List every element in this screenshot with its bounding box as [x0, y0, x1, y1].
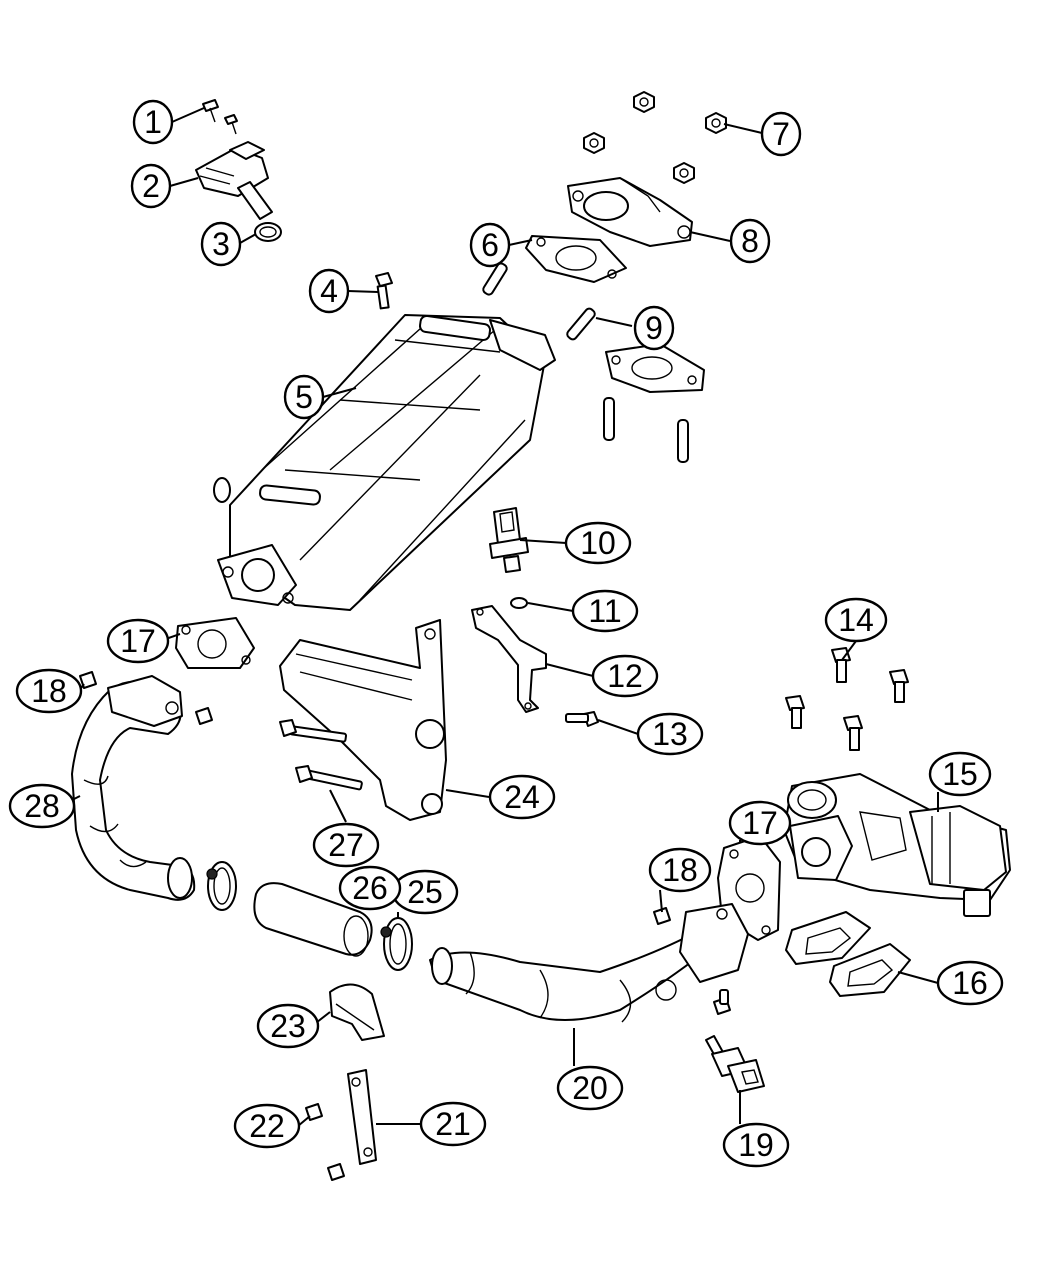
part-7-nuts: [583, 91, 727, 184]
callout-26: 26: [338, 865, 402, 911]
callout-23: 23: [256, 1003, 320, 1049]
callout-28: 28: [8, 783, 76, 829]
callout-2: 2: [130, 163, 172, 209]
part-18-screw-lower: [653, 907, 731, 1015]
svg-text:26: 26: [352, 870, 388, 906]
callout-1: 1: [132, 99, 174, 145]
pin: [677, 419, 689, 463]
part-4-bolt: [375, 272, 393, 310]
svg-text:20: 20: [572, 1070, 608, 1106]
part-9-gasket: [605, 343, 705, 393]
svg-text:18: 18: [662, 852, 698, 888]
part-25-clamp: [380, 917, 413, 971]
callout-19: 19: [722, 1122, 790, 1168]
svg-text:16: 16: [952, 965, 988, 1001]
svg-text:13: 13: [652, 716, 688, 752]
callout-16: 16: [936, 960, 1004, 1006]
part-14-bolts: [785, 647, 909, 751]
part-24-bracket: [279, 619, 447, 821]
part-5-egr-cooler: [213, 314, 556, 611]
svg-text:17: 17: [742, 805, 778, 841]
svg-text:22: 22: [249, 1108, 285, 1144]
part-19-temp-sensor: [705, 1035, 765, 1093]
callout-13: 13: [636, 712, 704, 756]
svg-text:6: 6: [481, 227, 499, 263]
svg-text:14: 14: [838, 602, 874, 638]
callout-15: 15: [928, 751, 992, 797]
part-22-bolts: [305, 1103, 345, 1181]
part-16-gaskets: [785, 911, 911, 997]
callout-18-lower: 18: [648, 847, 712, 893]
part-27-bolts: [279, 719, 363, 791]
part-26-sleeve: [253, 882, 373, 957]
callout-21: 21: [419, 1101, 487, 1147]
callout-20: 20: [556, 1065, 624, 1111]
callout-22: 22: [233, 1103, 301, 1149]
part-17-gasket-upper: [175, 617, 255, 669]
svg-text:27: 27: [328, 827, 364, 863]
svg-text:7: 7: [772, 116, 790, 152]
callout-3: 3: [200, 221, 242, 267]
pin: [603, 397, 615, 441]
callout-17-upper: 17: [106, 618, 170, 664]
svg-text:23: 23: [270, 1008, 306, 1044]
part-23-heat-shield: [329, 983, 385, 1041]
svg-text:19: 19: [738, 1127, 774, 1163]
svg-text:2: 2: [142, 168, 160, 204]
callout-25: 25: [391, 869, 459, 915]
svg-text:17: 17: [120, 623, 156, 659]
svg-text:10: 10: [580, 525, 616, 561]
svg-text:3: 3: [212, 226, 230, 262]
callout-9: 9: [633, 305, 675, 351]
callout-24: 24: [488, 774, 556, 820]
part-20-egr-tube: [429, 903, 749, 1023]
svg-text:9: 9: [645, 310, 663, 346]
pin: [482, 262, 508, 296]
callout-4: 4: [308, 268, 350, 314]
part-28-clamp: [206, 861, 237, 911]
part-1-screws: [202, 99, 238, 135]
callout-8: 8: [729, 218, 771, 264]
part-8-flange: [567, 177, 693, 247]
svg-text:11: 11: [588, 593, 621, 629]
callout-11: 11: [571, 589, 639, 633]
part-13-bolt: [565, 711, 599, 727]
part-6-gasket: [525, 235, 627, 283]
part-2-sensor: [195, 141, 273, 220]
svg-text:8: 8: [741, 223, 759, 259]
svg-text:24: 24: [504, 779, 540, 815]
svg-text:28: 28: [24, 788, 60, 824]
callout-14: 14: [824, 597, 888, 643]
pin: [566, 307, 596, 341]
svg-text:1: 1: [144, 104, 162, 140]
svg-text:5: 5: [295, 379, 313, 415]
callout-18-upper: 18: [15, 668, 83, 714]
svg-text:15: 15: [942, 756, 978, 792]
part-11-washer: [510, 597, 528, 609]
svg-text:12: 12: [607, 658, 643, 694]
callout-7: 7: [760, 111, 802, 157]
part-15-egr-valve: [783, 773, 1011, 917]
part-28-egr-tube: [71, 675, 196, 901]
callout-27: 27: [312, 822, 380, 868]
part-10-sensor: [489, 507, 529, 573]
callout-17-lower: 17: [728, 800, 792, 846]
part-12-bracket: [471, 605, 547, 713]
svg-text:4: 4: [320, 273, 338, 309]
svg-text:18: 18: [31, 673, 67, 709]
part-3-o-ring: [254, 222, 282, 242]
callout-12: 12: [591, 654, 659, 698]
callout-6: 6: [469, 222, 511, 268]
svg-text:25: 25: [407, 874, 443, 910]
part-21-strap: [347, 1069, 377, 1165]
callout-5: 5: [283, 374, 325, 420]
svg-text:21: 21: [435, 1106, 471, 1142]
callout-10: 10: [564, 521, 632, 565]
